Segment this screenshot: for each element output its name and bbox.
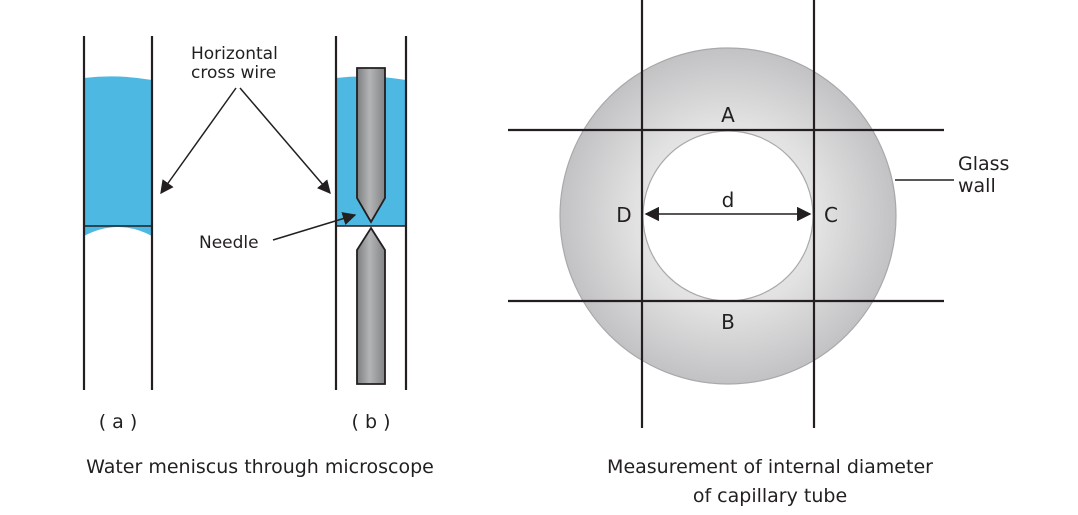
point-b-label: B (721, 310, 735, 334)
tube-a (82, 36, 154, 390)
label-a: ( a ) (99, 411, 138, 433)
arrow-to-meniscus-a (160, 87, 237, 195)
point-c-label: C (824, 203, 838, 227)
cross-wire-label-line1: Horizontal (191, 44, 278, 64)
point-a-label: A (721, 103, 735, 127)
right-caption-line1: Measurement of internal diameter (607, 456, 933, 478)
needle-lower (356, 226, 386, 385)
needle-label: Needle (199, 233, 259, 253)
diameter-label: d (722, 188, 735, 212)
arrow-to-meniscus-b (239, 87, 331, 195)
point-d-label: D (616, 203, 631, 227)
arrow-to-needle (272, 212, 357, 241)
bore-inner (642, 130, 814, 302)
right-caption-line2: of capillary tube (693, 485, 847, 507)
glass-wall-label-line2: wall (958, 175, 996, 197)
glass-wall-label-line1: Glass (958, 153, 1009, 175)
left-caption: Water meniscus through microscope (86, 456, 434, 478)
tube-b (334, 36, 408, 390)
label-b: ( b ) (352, 411, 391, 433)
water-column-a (84, 76, 152, 227)
cross-wire-label-line2: cross wire (191, 63, 276, 83)
capillary-cross-section (508, 0, 944, 428)
meniscus-a (84, 226, 152, 236)
needle-upper (356, 67, 386, 224)
